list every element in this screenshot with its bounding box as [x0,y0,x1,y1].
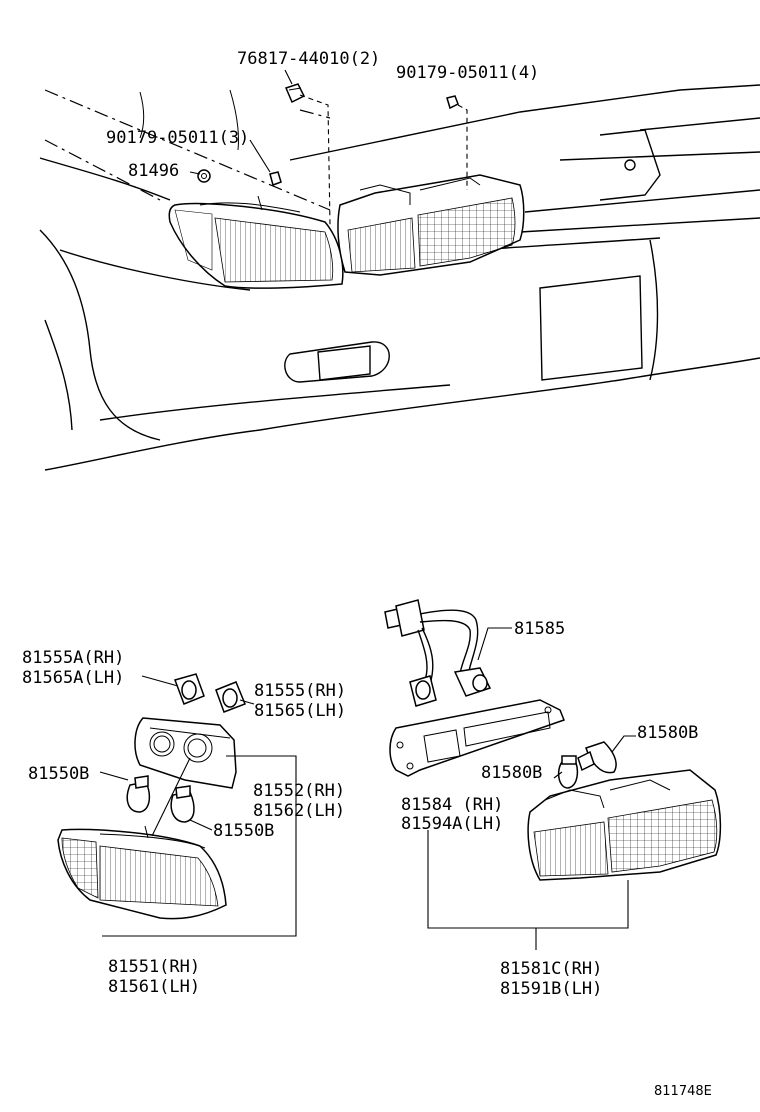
upper-right-lamp [337,174,525,276]
label-lens-rh-right: 81581C(RH) [500,959,602,979]
label-gasket-lh: 81562(LH) [253,801,345,821]
vehicle-front-outline [39,84,760,471]
label-gasket-lh-right: 81594A(LH) [401,814,503,834]
label-socket-a-lh: 81565A(LH) [22,668,124,688]
socket-81555a [174,673,205,705]
lens-81551 [57,825,227,920]
gasket-81552 [134,717,237,789]
label-socket-lh: 81565(LH) [254,701,346,721]
lens-81581c [527,769,722,881]
label-screw: 76817-44010(2) [237,49,380,69]
label-wire: 81585 [514,619,565,639]
label-lens-lh: 81561(LH) [108,977,200,997]
left-lamp-exploded [57,673,246,920]
label-socket-a-rh: 81555A(RH) [22,648,124,668]
nut-90179-left [269,171,282,186]
bulb-81550b-right [170,785,195,823]
label-bulb-inner: 81580B [481,763,542,783]
screw-76817 [284,83,306,104]
label-clip: 81496 [128,161,179,181]
upper-left-lamp [168,195,344,289]
label-bulb-left: 81550B [28,764,89,784]
diagram-reference: 811748E [654,1084,712,1099]
wire-81585 [384,599,492,707]
bulb-81580b-inner [557,755,579,789]
label-nut-right: 90179-05011(4) [396,63,539,83]
label-nut-left: 90179-05011(3) [106,128,249,148]
gasket-81584 [389,699,565,777]
label-gasket-rh: 81552(RH) [253,781,345,801]
nut-90179-right [446,95,459,110]
bulb-81550b-left [126,775,151,813]
label-gasket-rh-right: 81584 (RH) [401,795,503,815]
label-bulb-outer: 81580B [637,723,698,743]
socket-81555 [215,681,246,713]
label-lens-rh: 81551(RH) [108,957,200,977]
label-lens-lh-right: 81591B(LH) [500,979,602,999]
label-socket-rh: 81555(RH) [254,681,346,701]
bulb-81580b-outer [577,741,617,774]
label-bulb-right: 81550B [213,821,274,841]
right-lamp-exploded [384,599,722,881]
clip-81496 [197,169,211,183]
